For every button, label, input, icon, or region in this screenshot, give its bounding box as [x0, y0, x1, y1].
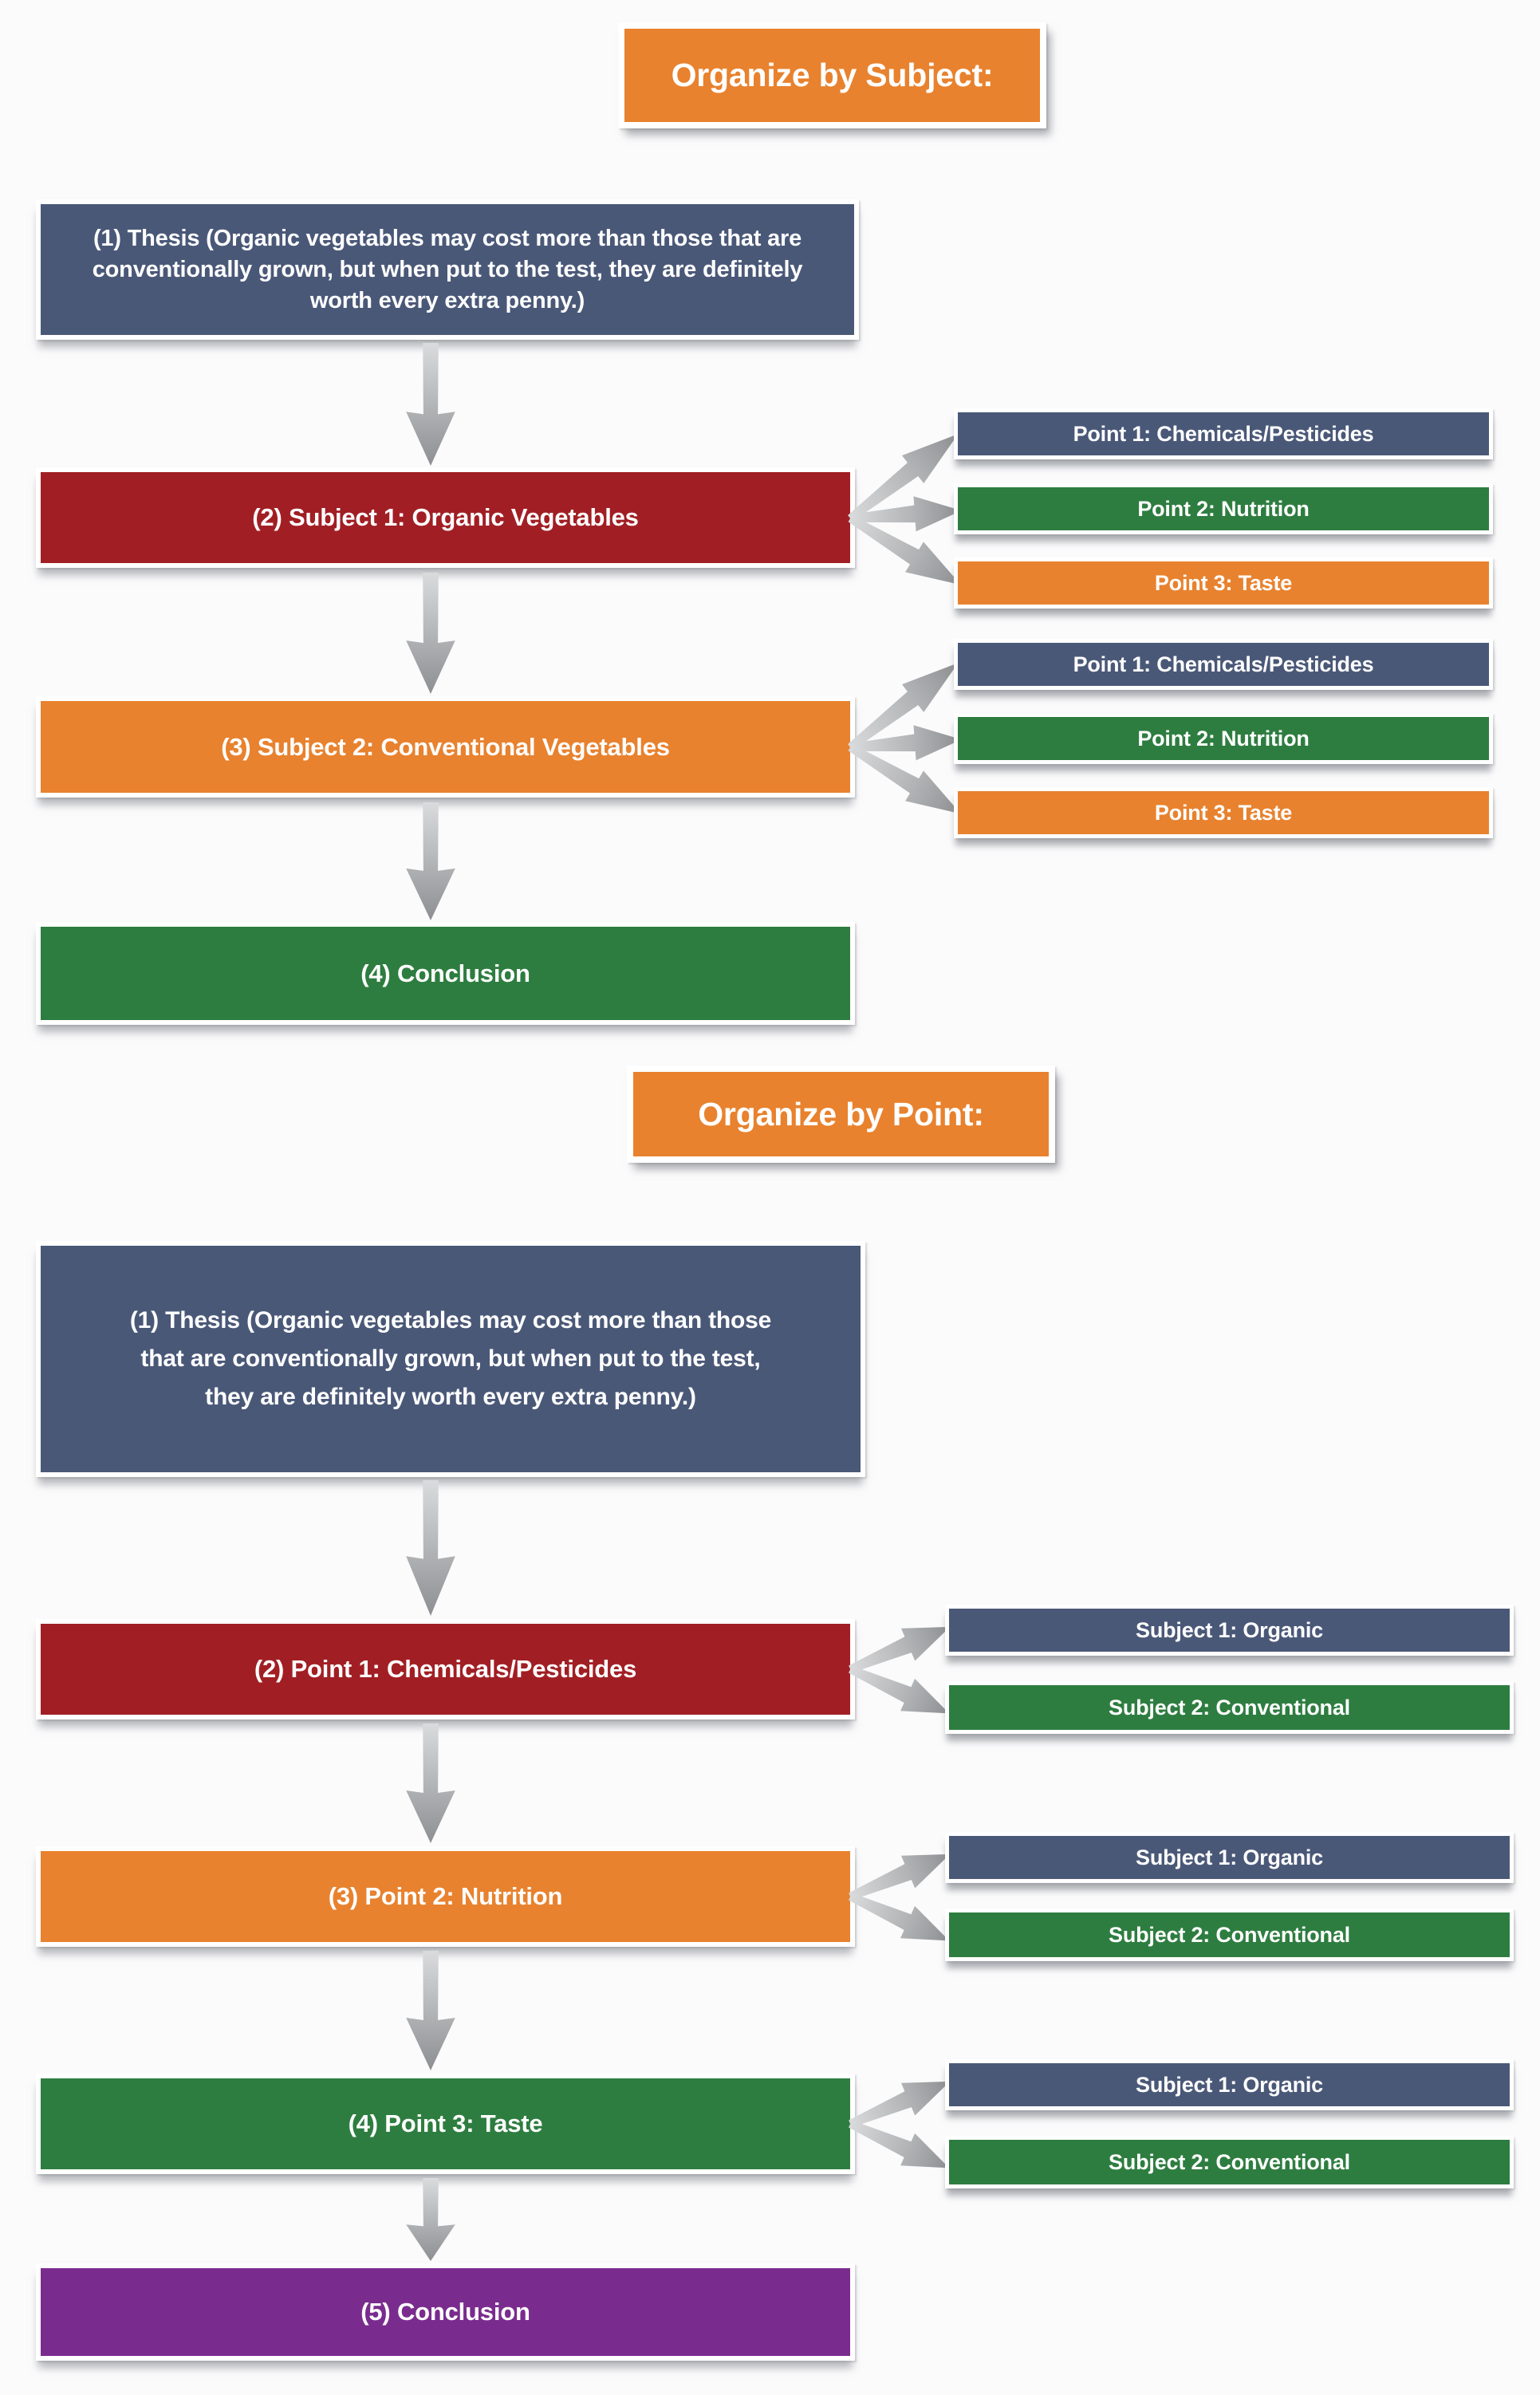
- organize-by-point-title: Organize by Point:: [627, 1066, 1055, 1163]
- flow-arrow-down-icon: [406, 1480, 455, 1616]
- point-chip-taste: Point 3: Taste: [954, 557, 1493, 609]
- subject-chip-organic: Subject 1: Organic: [945, 2059, 1514, 2110]
- point-thesis-box: (1) Thesis (Organic vegetables may cost …: [36, 1241, 865, 1477]
- flow-arrow-down-icon: [406, 343, 455, 466]
- flow-arrow-down-icon: [406, 1723, 455, 1843]
- subject-2-box: (3) Subject 2: Conventional Vegetables: [36, 696, 855, 798]
- point-chip-chemicals: Point 1: Chemicals/Pesticides: [954, 408, 1493, 459]
- organize-by-subject-title: Organize by Subject:: [618, 22, 1046, 128]
- subject-chip-organic: Subject 1: Organic: [945, 1832, 1514, 1883]
- subject-thesis-box: (1) Thesis (Organic vegetables may cost …: [36, 199, 859, 340]
- flow-arrow-down-icon: [406, 802, 455, 920]
- subject-chip-conventional: Subject 2: Conventional: [945, 1681, 1514, 1734]
- flow-arrow-down-icon: [406, 1951, 455, 2070]
- point-chip-nutrition: Point 2: Nutrition: [954, 483, 1493, 534]
- point-chip-chemicals: Point 1: Chemicals/Pesticides: [954, 639, 1493, 690]
- subject-chip-conventional: Subject 2: Conventional: [945, 1909, 1514, 1961]
- point-3-box: (4) Point 3: Taste: [36, 2074, 855, 2174]
- point-chip-nutrition: Point 2: Nutrition: [954, 713, 1493, 764]
- flow-arrow-down-icon: [406, 573, 455, 694]
- point-conclusion-box: (5) Conclusion: [36, 2263, 855, 2361]
- point-chip-taste: Point 3: Taste: [954, 787, 1493, 838]
- point-1-box: (2) Point 1: Chemicals/Pesticides: [36, 1619, 855, 1719]
- subject-chip-conventional: Subject 2: Conventional: [945, 2136, 1514, 2188]
- point-2-box: (3) Point 2: Nutrition: [36, 1846, 855, 1947]
- subject-conclusion-box: (4) Conclusion: [36, 922, 855, 1025]
- subject-1-box: (2) Subject 1: Organic Vegetables: [36, 467, 855, 568]
- subject-chip-organic: Subject 1: Organic: [945, 1605, 1514, 1656]
- flow-arrow-down-icon: [406, 2178, 455, 2261]
